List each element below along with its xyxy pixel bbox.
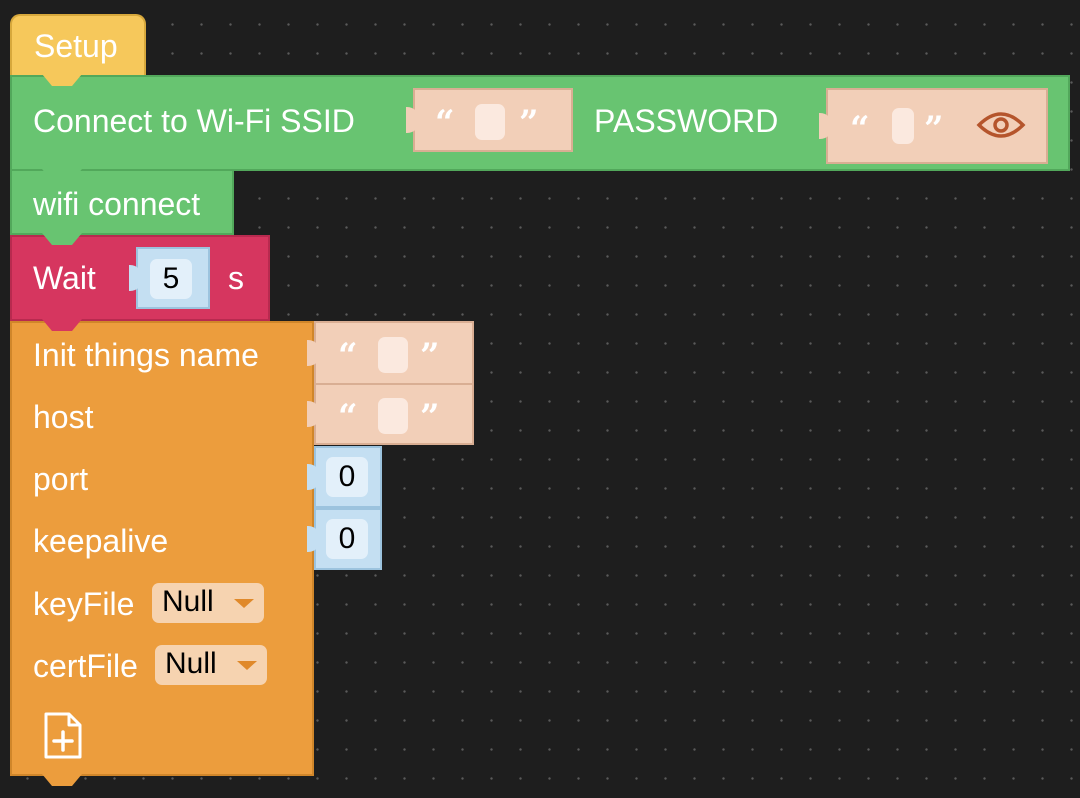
host-label: host: [33, 399, 94, 435]
chevron-down-icon: [237, 661, 257, 670]
certfile-value: Null: [165, 647, 217, 680]
wait-seconds-field[interactable]: 5: [150, 259, 192, 299]
plug-tab: [307, 464, 321, 490]
wait-number-input[interactable]: 5: [129, 247, 210, 309]
close-quote-icon: ”: [519, 103, 539, 143]
close-quote-icon: ”: [420, 397, 440, 437]
port-field[interactable]: 0: [326, 457, 368, 497]
ssid-field[interactable]: [475, 104, 505, 140]
wait-label: Wait: [33, 260, 96, 296]
things-name-text-input[interactable]: “ ”: [307, 321, 474, 385]
keepalive-label: keepalive: [33, 523, 169, 559]
password-field[interactable]: [892, 108, 914, 144]
keepalive-number-input[interactable]: 0: [307, 508, 382, 570]
setup-label: Setup: [34, 28, 118, 64]
password-text-input[interactable]: “ ”: [819, 88, 1048, 164]
password-label: PASSWORD: [594, 103, 779, 139]
certfile-label: certFile: [33, 648, 138, 684]
file-plus-icon[interactable]: [42, 711, 84, 761]
close-quote-icon: ”: [420, 336, 440, 376]
wifi-connect-block[interactable]: wifi connect: [10, 171, 234, 235]
ssid-label: Connect to Wi-Fi SSID: [33, 103, 355, 139]
plug-tab: [819, 113, 833, 139]
certfile-dropdown[interactable]: Null: [155, 645, 267, 685]
plug-tab: [307, 526, 321, 552]
wait-unit-label: s: [228, 260, 244, 296]
block-connector-notch: [42, 74, 82, 86]
chevron-down-icon: [234, 599, 254, 608]
port-number-input[interactable]: 0: [307, 446, 382, 508]
keepalive-field[interactable]: 0: [326, 519, 368, 559]
things-name-field[interactable]: [378, 337, 408, 373]
wifi-connect-label: wifi connect: [33, 186, 201, 222]
open-quote-icon: “: [435, 103, 455, 143]
open-quote-icon: “: [338, 397, 358, 437]
close-quote-icon: ”: [924, 109, 944, 149]
ssid-text-input[interactable]: “ ”: [406, 88, 573, 152]
keyfile-dropdown[interactable]: Null: [152, 583, 264, 623]
init-name-label: Init things name: [33, 337, 259, 373]
eye-icon[interactable]: [976, 108, 1026, 142]
plug-tab: [307, 401, 321, 427]
host-text-input[interactable]: “ ”: [307, 383, 474, 445]
block-connector-notch: [42, 169, 82, 181]
init-things-block[interactable]: Init things name host port keepalive key…: [10, 321, 314, 776]
wifi-connect-ssid-block[interactable]: Connect to Wi-Fi SSID “ ” PASSWORD “ ”: [10, 75, 1070, 171]
block-connector-notch: [42, 233, 82, 245]
setup-block[interactable]: Setup: [10, 14, 146, 76]
port-label: port: [33, 461, 89, 497]
block-connector-notch: [42, 774, 82, 786]
host-field[interactable]: [378, 398, 408, 434]
plug-tab: [307, 340, 321, 366]
plug-tab: [129, 265, 143, 291]
keyfile-value: Null: [162, 585, 214, 618]
open-quote-icon: “: [338, 336, 358, 376]
open-quote-icon: “: [850, 109, 870, 149]
block-connector-notch: [42, 319, 82, 331]
keyfile-label: keyFile: [33, 586, 135, 622]
wait-block[interactable]: Wait 5 s: [10, 235, 270, 321]
plug-tab: [406, 107, 420, 133]
